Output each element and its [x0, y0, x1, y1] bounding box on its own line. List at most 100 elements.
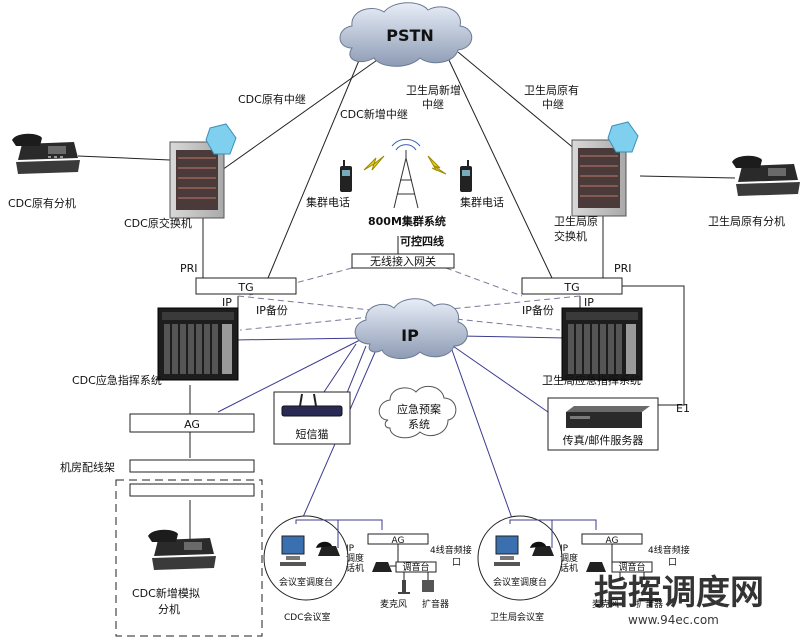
health-room-pc-icon — [494, 535, 520, 566]
cdc-phone-label: CDC原有分机 — [8, 196, 76, 210]
health-room-audio-label-1: 4线音频接 — [648, 544, 690, 556]
health-room-mic-label: 麦克风 — [592, 598, 619, 610]
mdf-bar-2 — [129, 483, 255, 497]
plan-system-label-1: 应急预案 — [397, 402, 441, 416]
cdc-meeting-room — [263, 515, 437, 601]
sms-modem-icon — [281, 393, 343, 417]
cdc-existing-phone-icon — [12, 133, 80, 174]
lightning-right-icon — [427, 155, 447, 175]
health-room-small-phone-icon — [586, 562, 606, 572]
watermark-url: www.94ec.com — [628, 613, 719, 627]
health-meeting-room — [477, 515, 653, 601]
trunk-system-label: 800M集群系统 — [368, 214, 446, 228]
health-switch-label-1: 卫生局原 — [554, 214, 598, 228]
cdc-room-mic-icon — [398, 580, 410, 594]
e1-label: E1 — [676, 402, 690, 415]
cdc-room-speaker-icon — [422, 580, 434, 592]
trunk-radio-tower-icon — [391, 138, 421, 209]
health-room-speaker-label: 扩音器 — [636, 598, 663, 610]
health-new-trunk-label-2: 中继 — [422, 98, 444, 111]
health-phone-label: 卫生局原有分机 — [708, 214, 785, 228]
lightning-left-icon — [363, 155, 385, 171]
wireless-gateway-label: 无线接入网关 — [370, 254, 436, 268]
cdc-room-mic-label: 麦克风 — [380, 598, 407, 610]
health-room-mixer-label: 调音台 — [618, 561, 645, 573]
cdc-old-trunk-label: CDC原有中继 — [238, 92, 306, 106]
ag-main-box — [129, 413, 255, 433]
cdc-room-audio-label-2: 口 — [452, 558, 461, 568]
health-room-labels: 会议室调度台 IP 调度 话机 AG 4线音频接 口 调音台 麦克风 扩音器 卫… — [490, 536, 690, 623]
cdc-room-dispatch-phone-label-1: IP — [346, 544, 355, 554]
health-room-name: 卫生局会议室 — [490, 611, 544, 623]
trunk-phone-left-label: 集群电话 — [306, 195, 350, 209]
labels: CDC原有中继 CDC新增中继 卫生局新增 中继 卫生局原有 中继 CDC原有分… — [8, 83, 785, 616]
health-switch-label-2: 交换机 — [554, 229, 587, 243]
cdc-room-audio-label-1: 4线音频接 — [430, 544, 472, 556]
ip-label: IP — [401, 326, 419, 345]
health-room-mixer-box — [611, 561, 653, 573]
pstn-cloud: PSTN — [339, 2, 473, 67]
trunk-handset-right-icon — [460, 160, 472, 192]
fax-mail-server-label: 传真/邮件服务器 — [563, 433, 644, 447]
plan-system-label-2: 系统 — [408, 418, 430, 431]
health-room-dispatch-phone-label-2: 调度 — [560, 552, 578, 564]
health-room-console-label: 会议室调度台 — [493, 576, 547, 588]
cdc-room-ip-phone-icon — [316, 541, 340, 556]
health-room-ip-phone-icon — [530, 541, 554, 556]
cdc-new-phone-label-1: CDC新增模拟 — [132, 586, 200, 600]
sms-modem-label: 短信猫 — [296, 427, 329, 441]
watermark-main: 指挥调度网 — [594, 573, 764, 613]
health-switch-rack-icon — [571, 121, 639, 217]
ip-right-label: IP — [584, 296, 594, 309]
cdc-new-phone-label-2: 分机 — [158, 602, 180, 616]
health-command-rack-icon — [561, 307, 643, 381]
cdc-room-name: CDC会议室 — [284, 611, 331, 623]
pri-right-label: PRI — [614, 262, 632, 275]
tg-right-box — [521, 277, 623, 295]
cdc-room-mixer-box — [395, 561, 437, 573]
pri-left-label: PRI — [180, 262, 198, 275]
tg-left-label: TG — [237, 281, 253, 294]
tg-left-box — [195, 277, 297, 295]
trunk-phone-right-label: 集群电话 — [460, 195, 504, 209]
health-room-audio-label-2: 口 — [668, 558, 677, 568]
cdc-switch-label: CDC原交换机 — [124, 216, 192, 230]
pstn-label: PSTN — [386, 26, 434, 45]
cdc-room-speaker-label: 扩音器 — [422, 598, 449, 610]
connection-lines — [77, 51, 736, 540]
cdc-room-ag-label: AG — [392, 536, 405, 546]
health-ecs-label: 卫生局应急指挥系统 — [542, 373, 641, 387]
cdc-room-dispatch-phone-label-3: 话机 — [346, 562, 364, 574]
cdc-room-console-label: 会议室调度台 — [279, 576, 333, 588]
emergency-plan-cloud: 应急预案 系统 — [378, 385, 457, 439]
wireless-gateway-box — [351, 253, 455, 269]
cdc-room-mixer-label: 调音台 — [402, 561, 429, 573]
watermark: 指挥调度网 www.94ec.com — [594, 573, 764, 627]
cdc-ecs-label: CDC应急指挥系统 — [72, 373, 162, 387]
ip-cloud: IP — [354, 298, 468, 359]
four-wire-label: 可控四线 — [400, 234, 444, 248]
ip-left-label: IP — [222, 296, 232, 309]
cdc-new-trunk-label: CDC新增中继 — [340, 107, 408, 121]
mdf-label: 机房配线架 — [60, 460, 115, 474]
ip-backup-right-label: IP备份 — [522, 303, 554, 317]
cdc-room-pc-icon — [280, 535, 306, 566]
cdc-room-dispatch-phone-label-2: 调度 — [346, 552, 364, 564]
health-old-trunk-label-1: 卫生局原有 — [524, 83, 579, 97]
ag-main-label: AG — [184, 418, 200, 431]
health-room-dispatch-phone-label-1: IP — [560, 544, 569, 554]
cdc-room-labels: 会议室调度台 IP 调度 话机 AG 4线音频接 口 调音台 麦克风 扩音器 C… — [279, 536, 472, 623]
ip-backup-left-label: IP备份 — [256, 303, 288, 317]
health-old-trunk-label-2: 中继 — [542, 98, 564, 111]
health-room-ag-label: AG — [606, 536, 619, 546]
trunk-handset-left-icon — [340, 160, 352, 192]
cdc-switch-rack-icon — [169, 123, 237, 219]
health-existing-phone-icon — [732, 155, 800, 196]
ip-network-links — [217, 335, 567, 525]
cdc-new-extension-dashed-box — [115, 479, 263, 637]
tg-right-label: TG — [563, 281, 579, 294]
sms-modem-box — [273, 391, 351, 445]
fax-mail-server-icon — [566, 406, 650, 428]
mdf-bar-1 — [129, 459, 255, 473]
cdc-new-analog-phone-icon — [148, 529, 216, 570]
